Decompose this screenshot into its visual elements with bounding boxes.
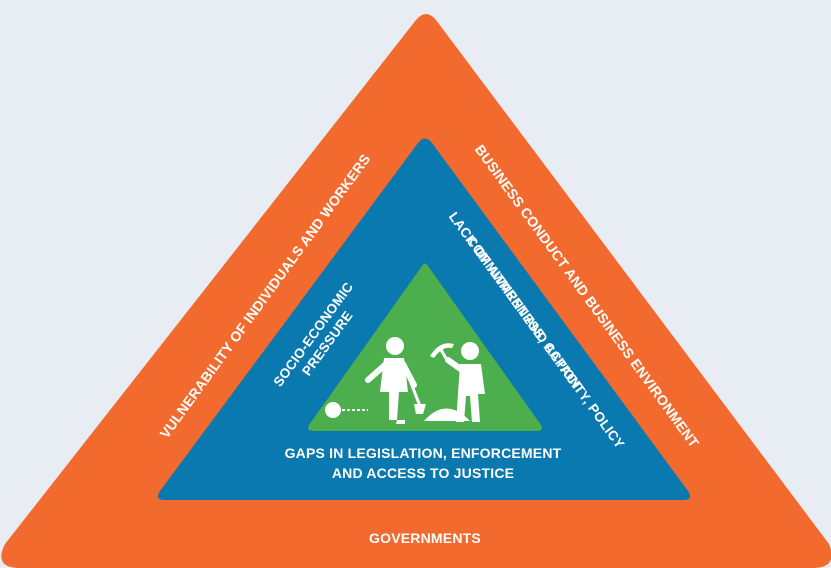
- label-gaps-line2: AND ACCESS TO JUSTICE: [332, 465, 514, 481]
- label-governments: GOVERNMENTS: [369, 530, 481, 546]
- forced-labour-workers-icon: [325, 337, 485, 424]
- label-gaps-line1: GAPS IN LEGISLATION, ENFORCEMENT: [285, 445, 562, 461]
